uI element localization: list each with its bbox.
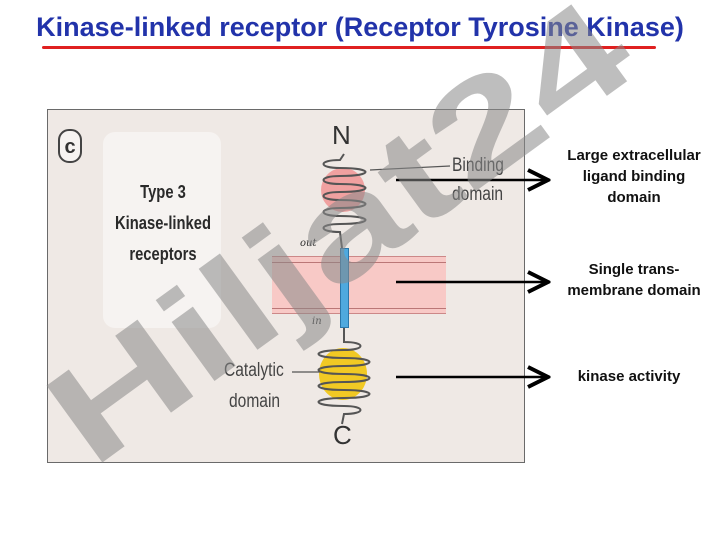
annotation-transmembrane: Single trans- membrane domain	[552, 259, 716, 301]
binding-label-line-2: domain	[452, 184, 504, 205]
transmembrane-helix	[340, 248, 349, 328]
type-line-2: Kinase-linked	[115, 213, 211, 233]
annotation-kinase-line-1: kinase activity	[577, 368, 681, 385]
type-line-1: Type 3	[140, 182, 186, 202]
annotation-transmembrane-line-1: Single trans-	[588, 261, 680, 278]
receptor-figure-panel: c Type 3 Kinase-linked receptors N C out…	[47, 109, 525, 463]
membrane-inner-edge	[272, 308, 446, 309]
annotation-binding-line-2: ligand binding	[582, 168, 686, 185]
cell-membrane	[272, 256, 446, 314]
c-terminus-label: C	[333, 420, 352, 450]
annotation-binding: Large extracellular ligand binding domai…	[552, 145, 716, 208]
binding-label-line-1: Binding	[452, 155, 504, 176]
annotation-transmembrane-line-2: membrane domain	[567, 282, 701, 299]
type-label-box	[103, 132, 221, 328]
out-label: out	[300, 238, 317, 249]
annotation-binding-line-1: Large extracellular	[567, 147, 701, 164]
title-underline	[42, 46, 656, 49]
slide-title: Kinase-linked receptor (Receptor Tyrosin…	[36, 12, 684, 42]
catalytic-label-line-1: Catalytic	[224, 360, 284, 381]
membrane-outer-edge	[272, 262, 446, 263]
n-terminus-label: N	[332, 120, 351, 150]
catalytic-label-line-2: domain	[229, 391, 281, 412]
type-line-3: receptors	[129, 244, 197, 264]
annotation-kinase: kinase activity	[552, 366, 706, 387]
panel-letter-badge: c	[58, 129, 82, 163]
in-label: in	[312, 316, 322, 327]
annotation-binding-line-3: domain	[607, 189, 661, 206]
receptor-chain	[292, 153, 451, 425]
